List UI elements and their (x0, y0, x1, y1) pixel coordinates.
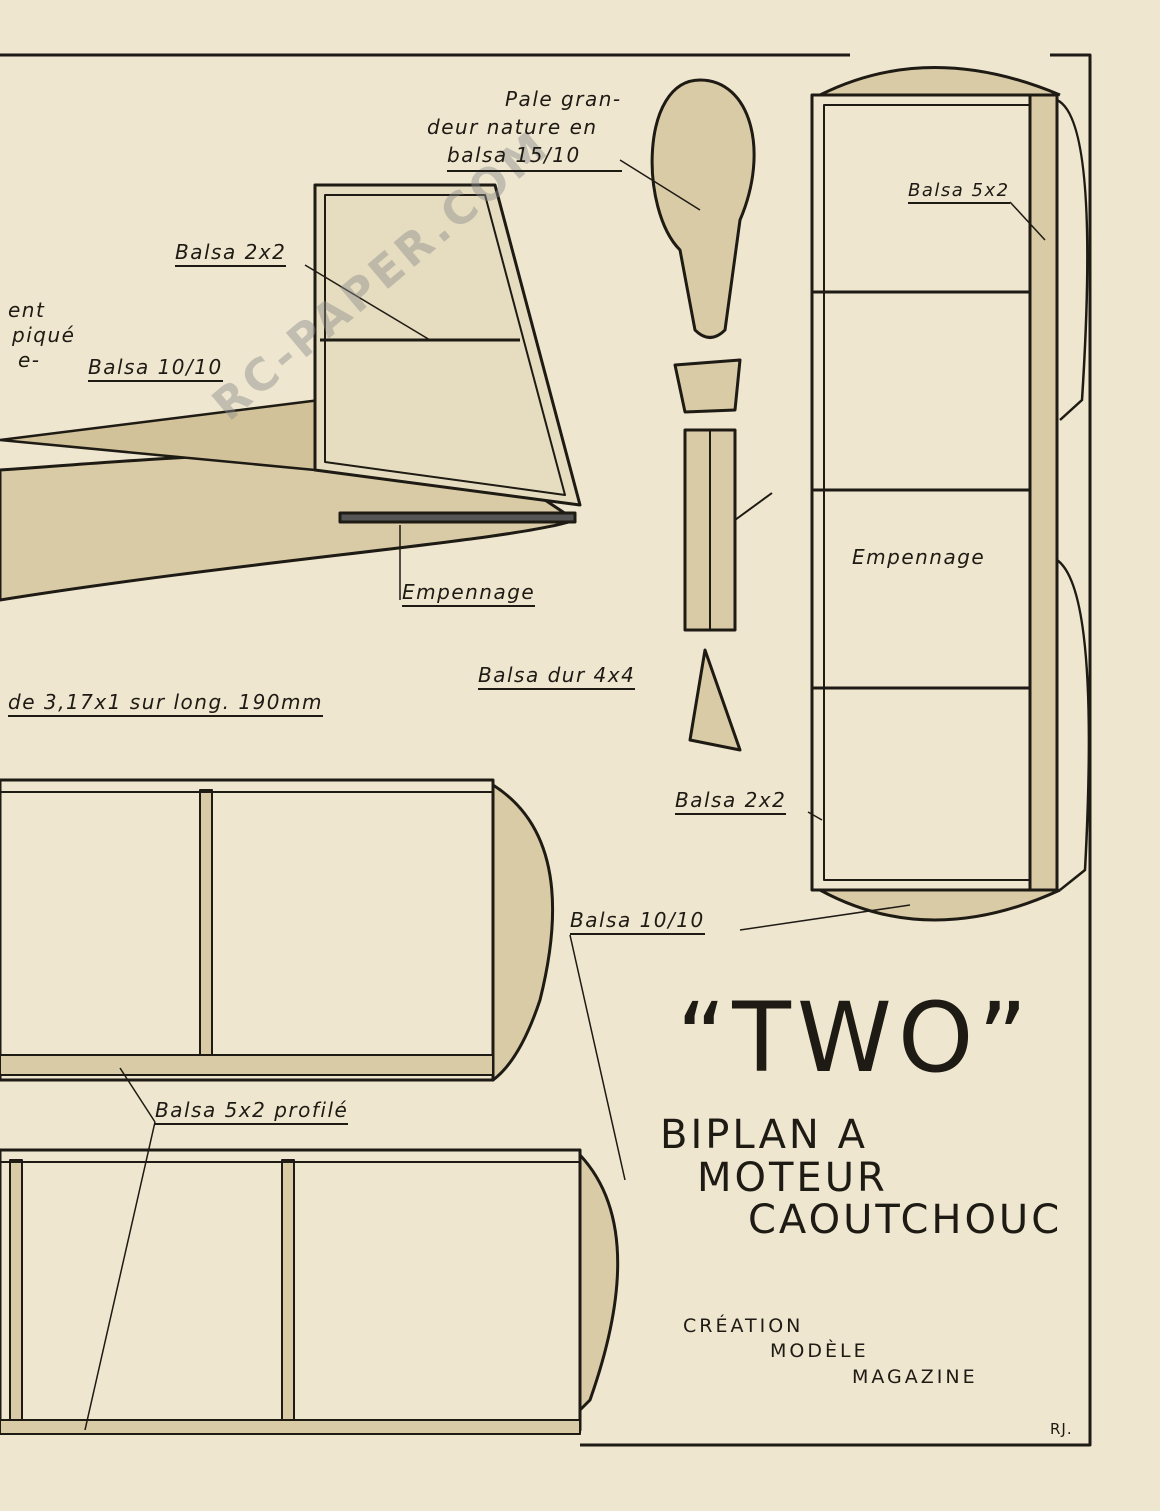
label-left-fragment-1: ent (8, 298, 46, 322)
label-balsa-2x2-fin: Balsa 2x2 (175, 240, 287, 267)
label-left-fragment-3: e- (18, 348, 41, 372)
prop-hub-top (673, 358, 742, 414)
label-pale: Pale gran- deur nature en balsa 15/10 (427, 85, 622, 172)
leader-balsa2x2-fin (304, 264, 431, 341)
credit-line-2: MODÈLE (770, 1340, 869, 1362)
lower-wing-rib-1 (9, 1159, 23, 1421)
label-pale-line3: balsa 15/10 (447, 141, 622, 172)
tail-inner (823, 104, 1031, 881)
upper-wing-spar (0, 1054, 494, 1076)
leader-balsa5x2-tail (1009, 201, 1046, 241)
label-left-fragments: ent piqué e- (0, 298, 75, 373)
upper-wing-rib (199, 789, 213, 1056)
tail-round-top (819, 66, 1061, 97)
signature: RJ. (1050, 1420, 1073, 1438)
tail-trailing-edge (1056, 98, 1089, 421)
prop-tip-piece (688, 648, 742, 752)
leader-profile-2 (119, 1067, 156, 1123)
label-left-fragment-2: piqué (12, 323, 76, 347)
fin-inner (324, 194, 566, 496)
title-line-3: CAOUTCHOUC (748, 1197, 1063, 1243)
credit-line-3: MAGAZINE (852, 1366, 978, 1388)
upper-wing (0, 778, 495, 1082)
title-line-1: BIPLAN A (660, 1112, 868, 1158)
tail-trailing-edge-2 (1056, 558, 1091, 891)
lower-wing-rib-2 (281, 1159, 295, 1421)
empennage-base (338, 511, 577, 524)
title-line-2: MOTEUR (697, 1155, 888, 1201)
label-balsa-10-10-fin: Balsa 10/10 (88, 355, 223, 382)
label-empennage-top: Empennage (852, 545, 986, 569)
label-balsa-dur: Balsa dur 4x4 (478, 663, 636, 690)
title-name: “TWO” (676, 982, 1034, 1094)
prop-leader (734, 492, 773, 521)
tail-spar (1028, 93, 1059, 892)
label-pale-line1: Pale gran- (505, 87, 622, 111)
label-balsa-2x2-tail: Balsa 2x2 (675, 788, 787, 815)
tail-round-bottom (819, 888, 1061, 922)
label-empennage-side: Empennage (402, 580, 536, 607)
leader-profile (84, 1121, 156, 1431)
leader-balsa1010-tail (739, 904, 911, 931)
label-balsa-5x2-profile: Balsa 5x2 profilé (155, 1098, 349, 1125)
label-balsa-5x2-tail: Balsa 5x2 (908, 180, 1010, 204)
leader-pale (619, 159, 701, 211)
tail-outline (810, 93, 1059, 892)
label-note-3-17: de 3,17x1 sur long. 190mm (8, 690, 323, 717)
prop-blade (650, 78, 756, 339)
lower-wing-tip (578, 1153, 620, 1412)
label-balsa-10-10-tail: Balsa 10/10 (570, 908, 705, 935)
fin-outline (313, 183, 582, 507)
leader-balsa2x2-tail (807, 811, 823, 821)
credit-line-1: CRÉATION (683, 1315, 804, 1337)
upper-wing-tip (491, 783, 555, 1082)
label-pale-line2: deur nature en (427, 115, 598, 139)
leader-balsa1010-wing (569, 934, 626, 1181)
